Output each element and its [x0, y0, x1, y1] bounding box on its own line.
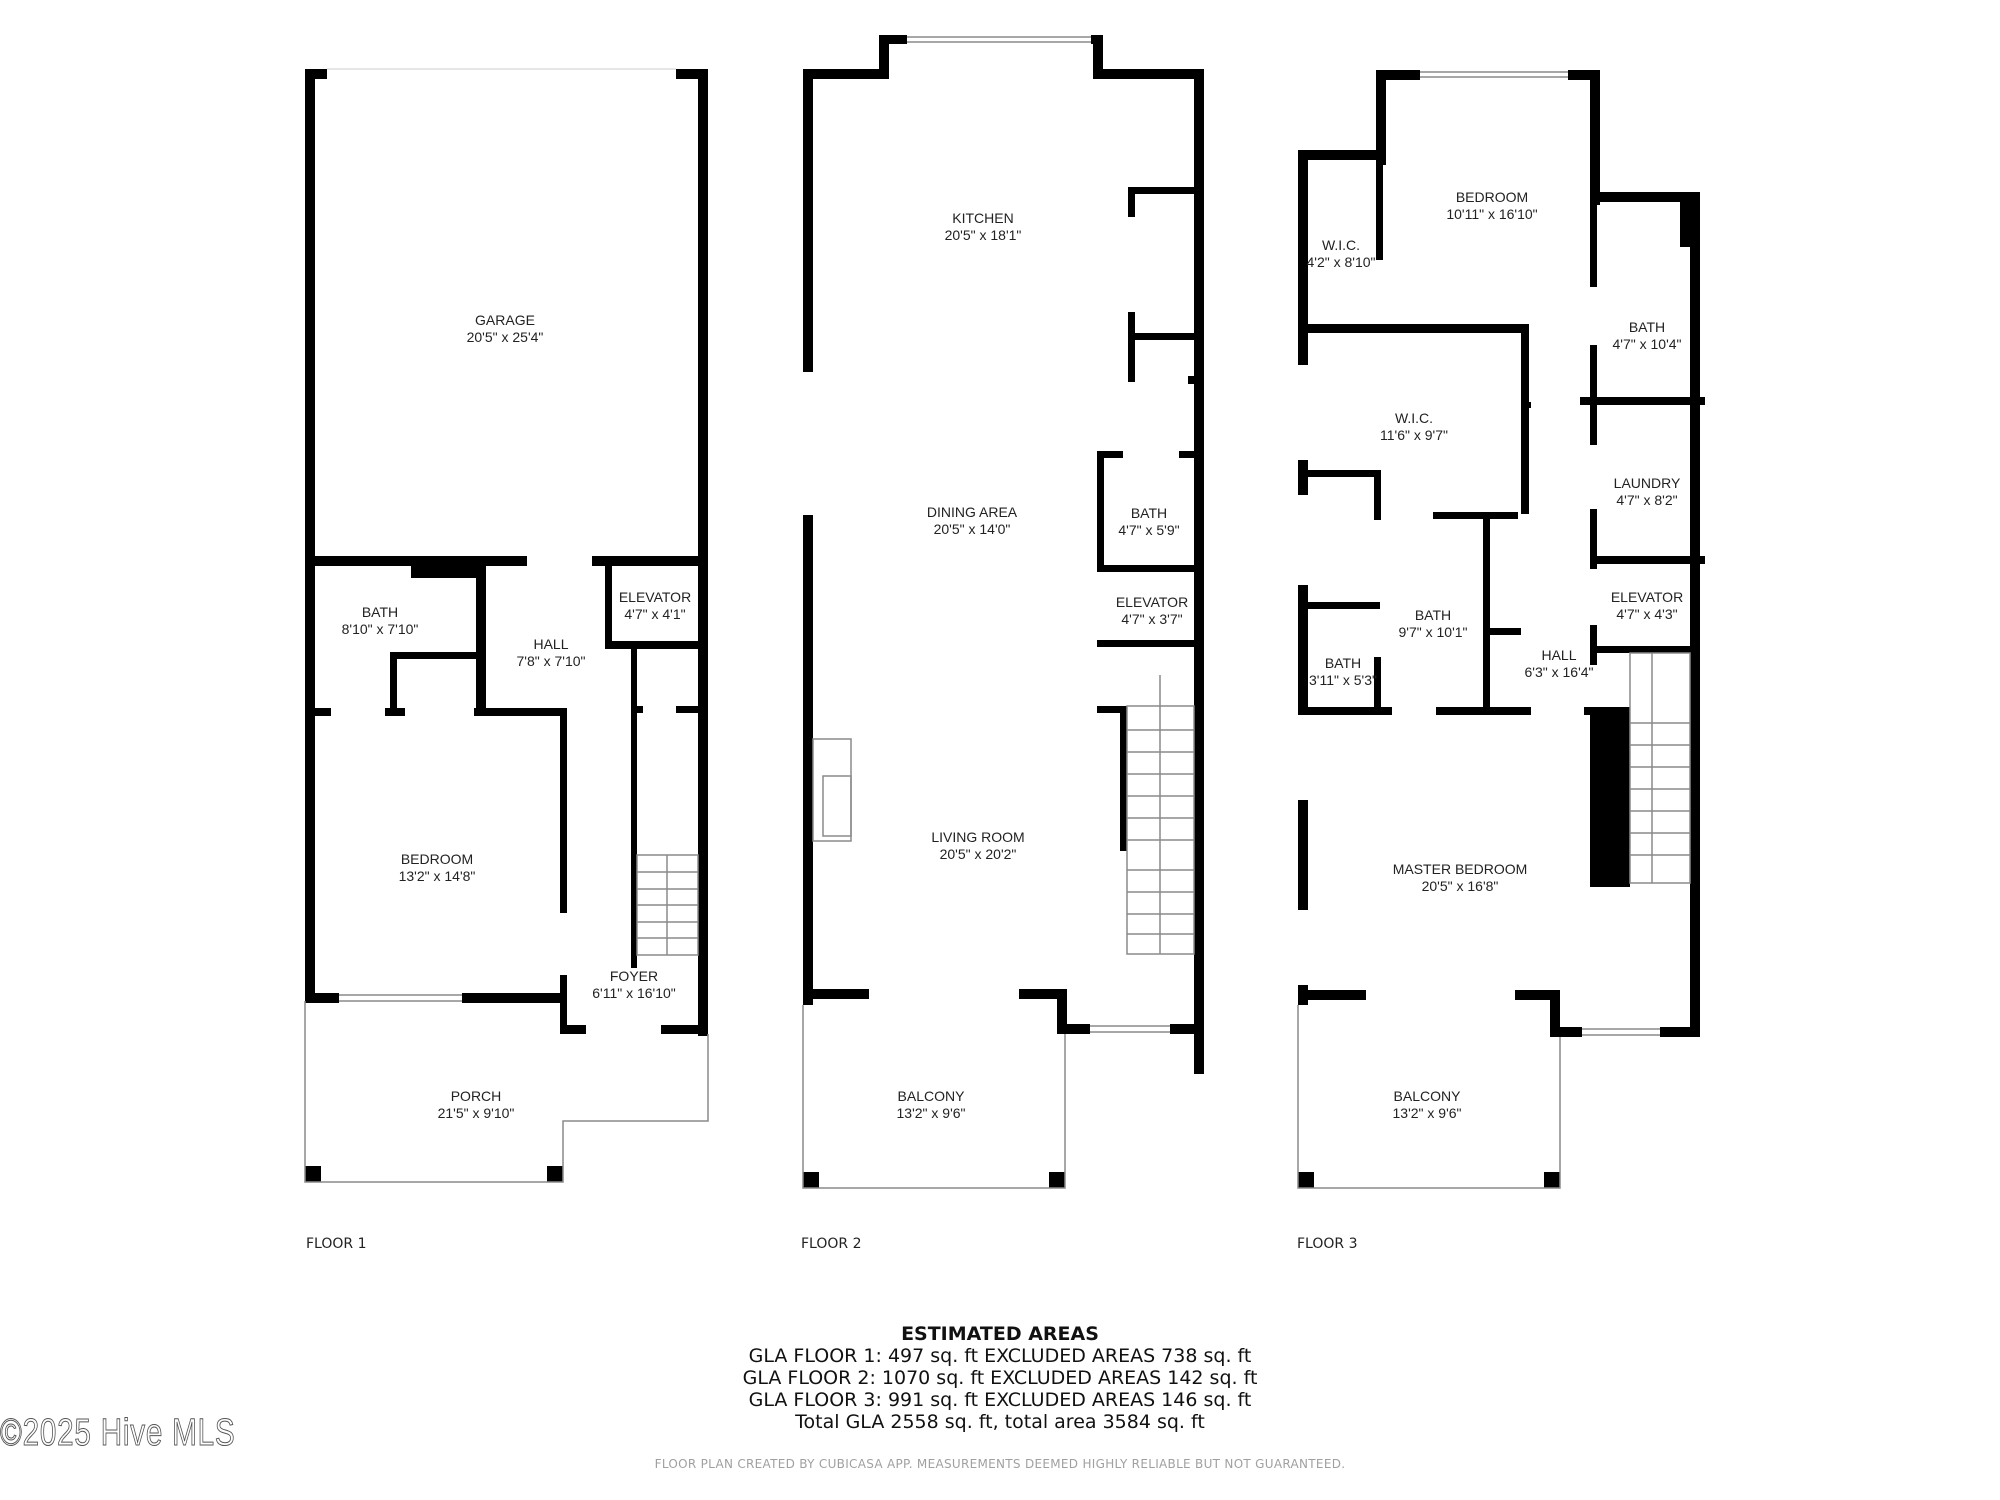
estimated-areas: ESTIMATED AREAS GLA FLOOR 1: 497 sq. ft … — [0, 1323, 2000, 1433]
copyright-watermark: ©2025 Hive MLS — [0, 1412, 236, 1455]
disclaimer: FLOOR PLAN CREATED BY CUBICASA APP. MEAS… — [654, 1457, 1346, 1471]
estimated-areas-title: ESTIMATED AREAS — [901, 1323, 1099, 1345]
area-floor-1: GLA FLOOR 1: 497 sq. ft EXCLUDED AREAS 7… — [748, 1345, 1252, 1367]
area-total: Total GLA 2558 sq. ft, total area 3584 s… — [795, 1411, 1205, 1433]
floor-1-label: FLOOR 1 — [306, 1236, 367, 1252]
area-floor-3: GLA FLOOR 3: 991 sq. ft EXCLUDED AREAS 1… — [748, 1389, 1252, 1411]
floor-2-walls — [803, 35, 1204, 1188]
room-wic-large: W.I.C.11'6" x 9'7" — [1380, 410, 1448, 443]
room-wic: W.I.C.4'2" x 8'10" — [1306, 237, 1376, 270]
floor-3-walls — [1298, 70, 1705, 1188]
floor-2-label: FLOOR 2 — [801, 1236, 862, 1252]
floor-3-label: FLOOR 3 — [1297, 1236, 1358, 1252]
floor-1-walls — [305, 68, 708, 1182]
area-floor-2: GLA FLOOR 2: 1070 sq. ft EXCLUDED AREAS … — [742, 1367, 1258, 1389]
